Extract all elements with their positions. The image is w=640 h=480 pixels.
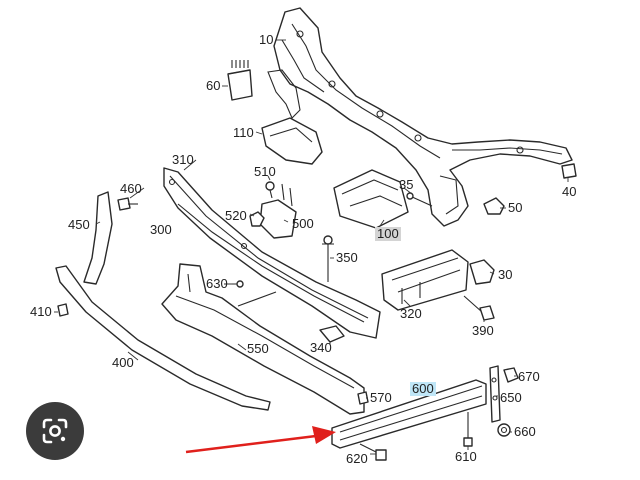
absorber-part-320 bbox=[381, 249, 469, 311]
lower-support-part-550 bbox=[161, 263, 365, 415]
bolt-part-410 bbox=[57, 303, 69, 317]
bolt-part-570 bbox=[357, 391, 369, 405]
bracket-strip-part-650 bbox=[489, 365, 501, 423]
bolt-part-50 bbox=[483, 197, 505, 215]
label-part-460: 460 bbox=[120, 181, 142, 196]
clip-part-40 bbox=[561, 163, 577, 179]
side-bracket-part-450 bbox=[83, 191, 113, 285]
cross-member-part-600 bbox=[331, 379, 487, 449]
label-part-10: 10 bbox=[259, 32, 274, 47]
label-part-310: 310 bbox=[172, 152, 194, 167]
label-part-610: 610 bbox=[455, 449, 477, 464]
impact-beam-part-300 bbox=[163, 167, 381, 339]
label-part-650: 650 bbox=[500, 390, 522, 405]
housing-part-100 bbox=[333, 169, 409, 229]
bolt-part-620 bbox=[359, 443, 387, 461]
label-part-35: 35 bbox=[399, 177, 414, 192]
label-part-660: 660 bbox=[514, 424, 536, 439]
radiator-support-part-10 bbox=[267, 7, 573, 227]
bolt-part-610 bbox=[463, 412, 473, 447]
label-part-110: 110 bbox=[233, 125, 254, 140]
label-part-550: 550 bbox=[247, 341, 269, 356]
label-part-300: 300 bbox=[150, 222, 172, 237]
module-part-60 bbox=[227, 60, 253, 101]
label-part-410: 410 bbox=[30, 304, 52, 319]
label-part-30: 30 bbox=[498, 267, 513, 282]
label-part-670: 670 bbox=[518, 369, 540, 384]
label-part-100: 100 bbox=[375, 226, 401, 241]
label-part-500: 500 bbox=[292, 216, 314, 231]
nut-part-660 bbox=[497, 423, 511, 437]
label-part-320: 320 bbox=[400, 306, 422, 321]
label-part-630: 630 bbox=[206, 276, 228, 291]
google-lens-icon bbox=[42, 418, 68, 444]
bolt-part-350 bbox=[322, 235, 334, 282]
bolt-part-390 bbox=[463, 295, 495, 321]
label-part-350: 350 bbox=[336, 250, 358, 265]
nut-part-670 bbox=[503, 367, 519, 383]
label-part-520: 520 bbox=[225, 208, 247, 223]
clip-part-340 bbox=[319, 325, 345, 343]
lens-search-button[interactable] bbox=[26, 402, 84, 460]
bolt-part-460 bbox=[117, 197, 138, 211]
label-part-450: 450 bbox=[68, 217, 90, 232]
bracket-part-500 bbox=[259, 181, 297, 239]
label-part-390: 390 bbox=[472, 323, 494, 338]
label-part-600: 600 bbox=[410, 381, 436, 396]
label-part-60: 60 bbox=[206, 78, 221, 93]
label-part-570: 570 bbox=[370, 390, 392, 405]
label-part-620: 620 bbox=[346, 451, 368, 466]
clip-part-30 bbox=[469, 259, 495, 285]
label-part-40: 40 bbox=[562, 184, 577, 199]
label-part-50: 50 bbox=[508, 200, 523, 215]
air-guide-part-110 bbox=[261, 117, 323, 165]
label-part-510: 510 bbox=[254, 164, 276, 179]
trim-strip-part-400 bbox=[55, 265, 271, 411]
leader-lines bbox=[54, 39, 569, 455]
label-part-340: 340 bbox=[310, 340, 332, 355]
red-arrow bbox=[185, 426, 336, 454]
label-part-400: 400 bbox=[112, 355, 134, 370]
